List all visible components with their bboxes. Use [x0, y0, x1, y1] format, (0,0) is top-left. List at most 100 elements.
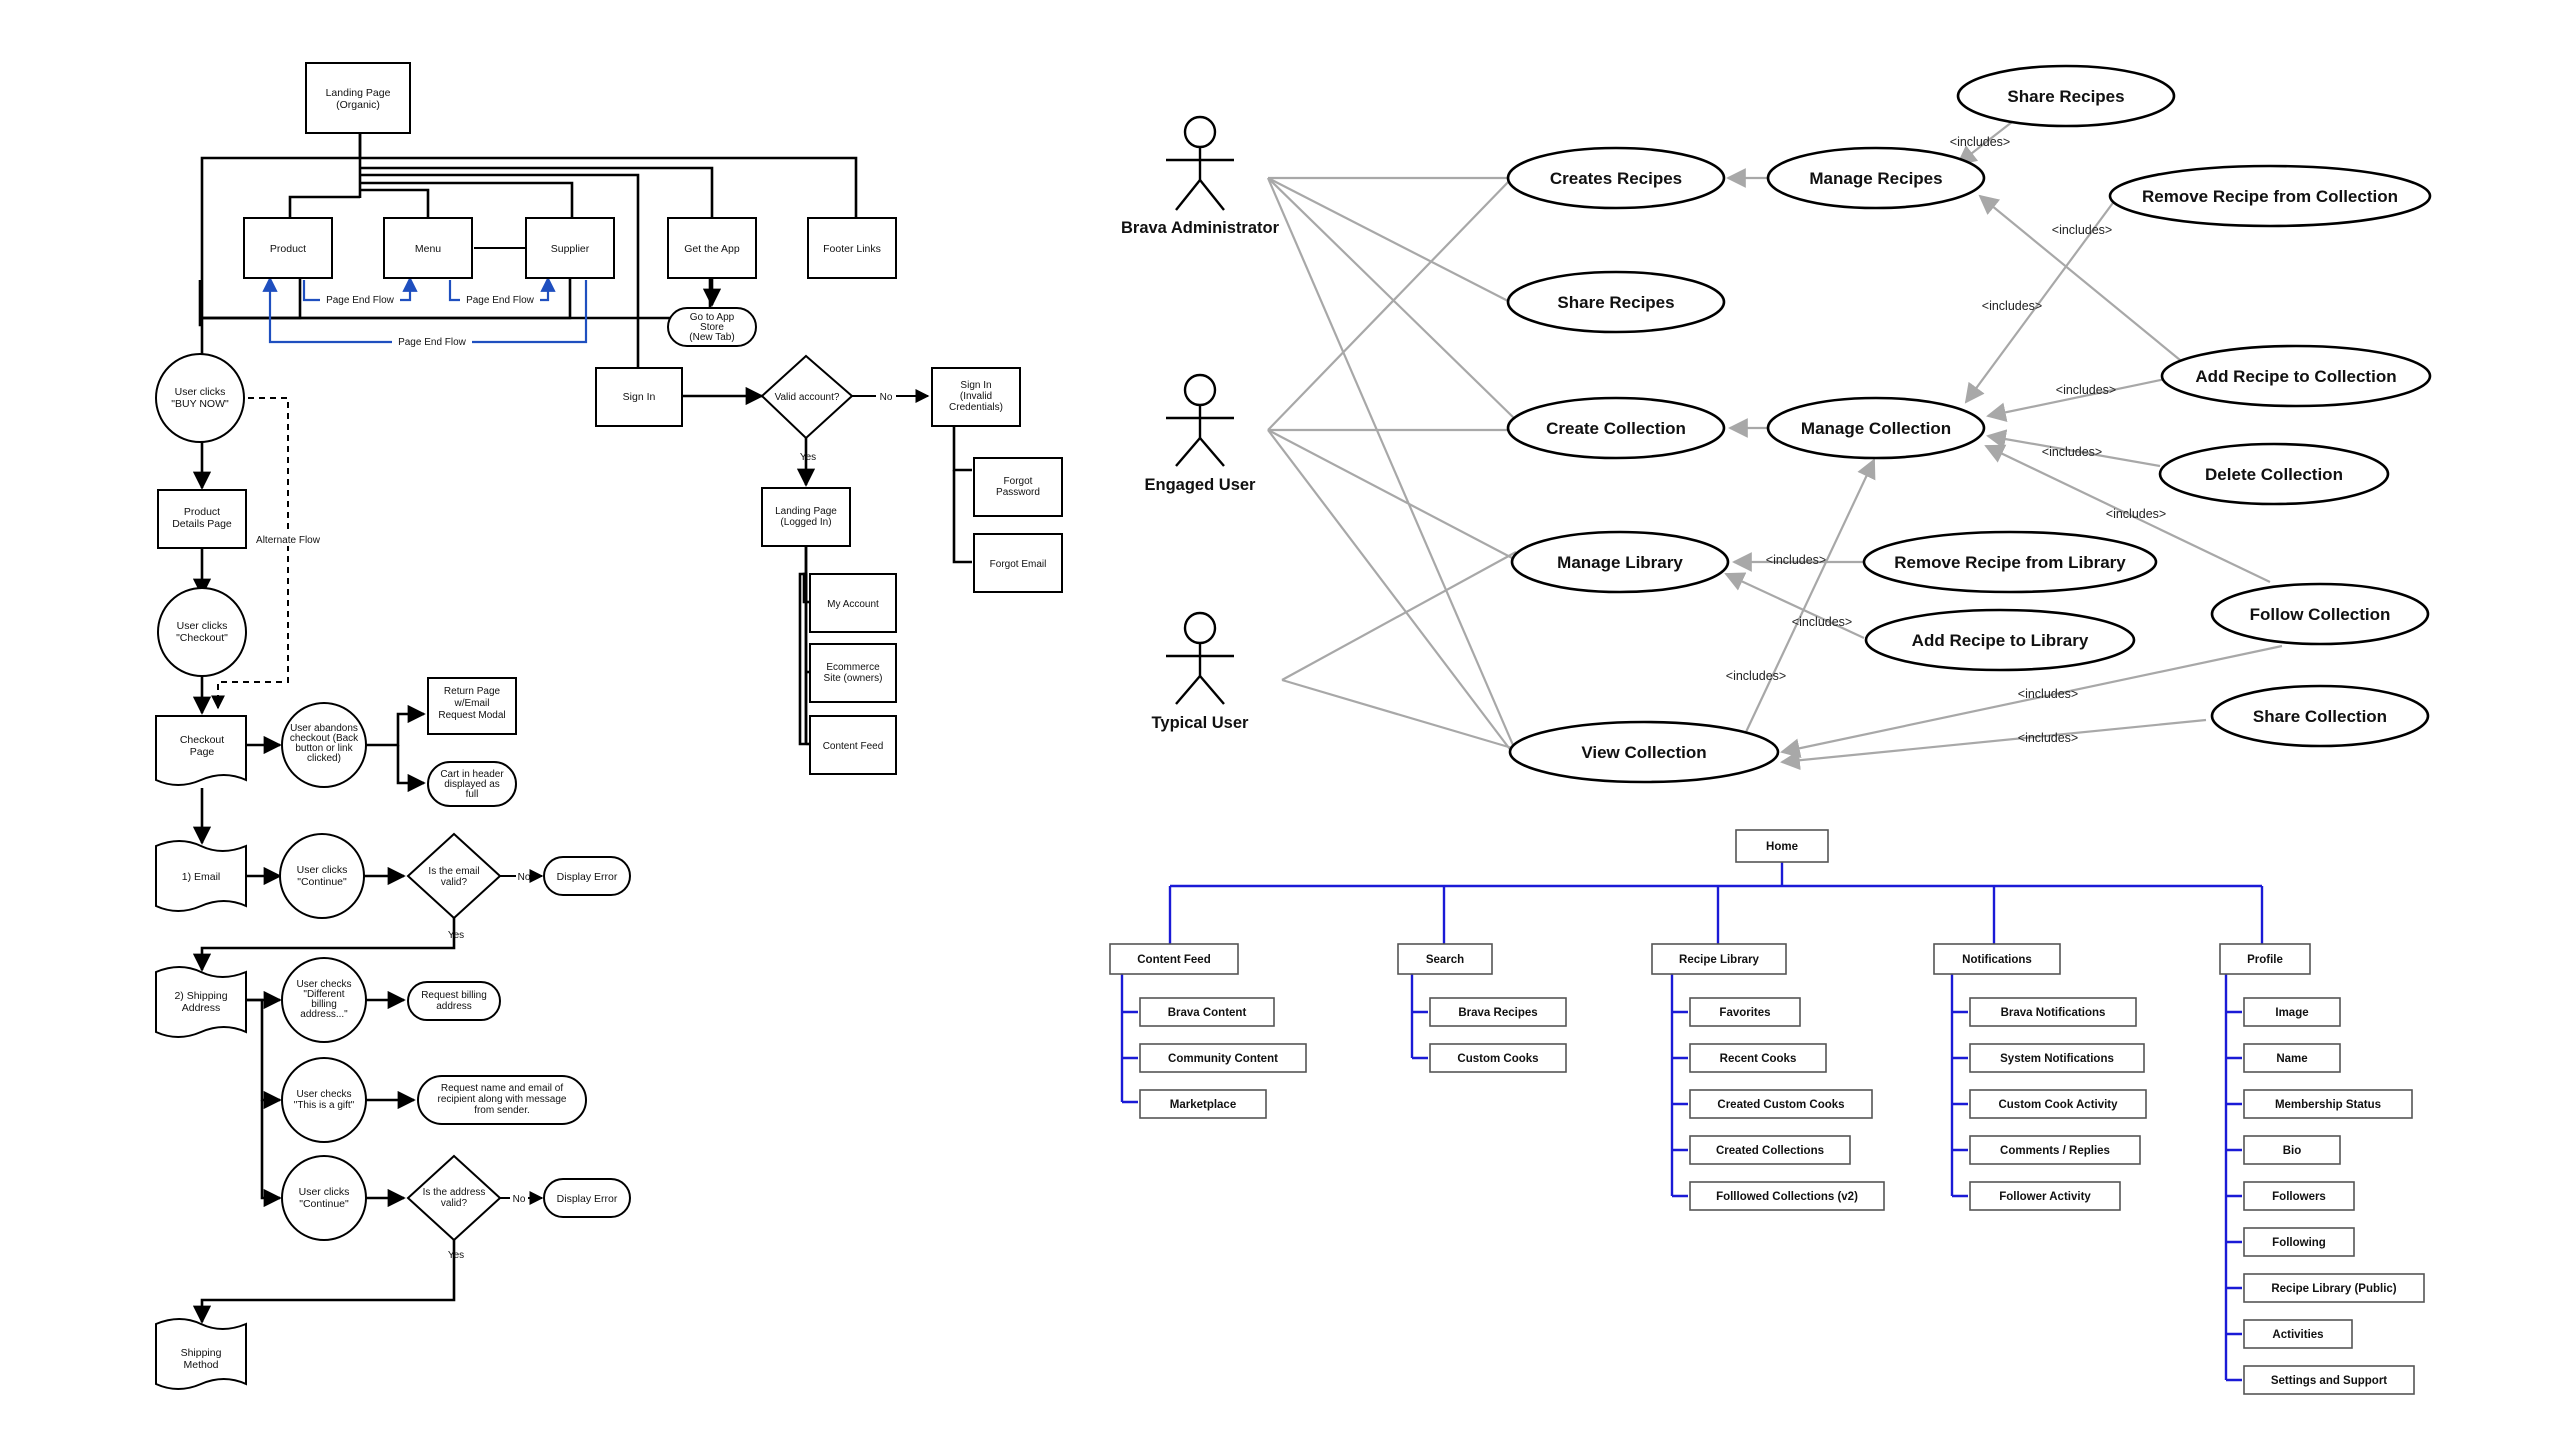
svg-text:Is the address: Is the address [423, 1187, 486, 1198]
sitemap-item: Followers [2243, 1181, 2355, 1211]
forgot-email-node: Forgot Email [973, 533, 1063, 593]
svg-text:Sign In: Sign In [623, 391, 656, 403]
svg-text:Forgot: Forgot [1004, 476, 1033, 487]
svg-text:Comments / Replies: Comments / Replies [2000, 1145, 2110, 1157]
svg-text:Credentials): Credentials) [949, 402, 1003, 413]
use-case-remove-recipe-from-collection: Remove Recipe from Collection [2108, 164, 2432, 228]
svg-text:Profile: Profile [2247, 954, 2283, 966]
email-node: 1) Email [155, 840, 247, 912]
svg-text:"Checkout": "Checkout" [176, 632, 228, 644]
valid-account-node: Valid account? [760, 354, 854, 440]
svg-text:Site (owners): Site (owners) [824, 673, 883, 684]
svg-text:"This is a gift": "This is a gift" [294, 1100, 355, 1111]
sitemap-home: Home [1735, 829, 1829, 863]
svg-text:Go to App: Go to App [690, 312, 735, 323]
actor-association-lines [1266, 176, 1518, 753]
sitemap-column-profile: Profile Image Name Membership Status Bio… [2219, 943, 2425, 1395]
includes-label: <includes> [2106, 507, 2166, 521]
svg-text:full: full [466, 789, 479, 800]
actor-engaged-user: Engaged User [1145, 373, 1256, 494]
includes-arrows [1724, 121, 2283, 771]
svg-text:address...": address..." [300, 1009, 348, 1020]
svg-text:Recipe Library (Public): Recipe Library (Public) [2271, 1283, 2396, 1295]
sitemap-item: Brava Content [1139, 997, 1275, 1027]
sitemap-item: Settings and Support [2243, 1365, 2415, 1395]
svg-text:Landing Page: Landing Page [326, 87, 391, 99]
checkout-page-node: Checkout Page [155, 715, 247, 786]
svg-text:"BUY NOW": "BUY NOW" [171, 398, 229, 410]
svg-text:Ecommerce: Ecommerce [826, 662, 880, 673]
svg-text:Footer Links: Footer Links [823, 243, 881, 255]
svg-text:System Notifications: System Notifications [2000, 1053, 2114, 1065]
user-checks-gift-node: User checks "This is a gift" [281, 1057, 367, 1143]
sitemap-connectors [1120, 862, 2264, 1382]
svg-text:Supplier: Supplier [551, 243, 590, 255]
stick-figure-icon [1166, 611, 1234, 705]
sitemap-item: Created Collections [1689, 1135, 1851, 1165]
svg-text:clicked): clicked) [307, 753, 341, 764]
svg-text:Menu: Menu [415, 243, 441, 255]
supplier-node: Supplier [525, 217, 615, 279]
svg-text:Created Collections: Created Collections [1716, 1145, 1824, 1157]
display-error-2-node: Display Error [543, 1178, 631, 1218]
svg-text:Landing Page: Landing Page [775, 506, 837, 517]
sitemap-item: Brava Recipes [1429, 997, 1567, 1027]
sitemap-item: Created Custom Cooks [1689, 1089, 1873, 1119]
sitemap-item: Recipe Library (Public) [2243, 1273, 2425, 1303]
svg-text:Shipping: Shipping [181, 1347, 222, 1359]
return-page-node: Return Page w/Email Request Modal [427, 677, 517, 735]
sitemap-item: Name [2243, 1043, 2341, 1073]
forgot-password-node: Forgot Password [973, 457, 1063, 517]
get-the-app-node: Get the App [667, 217, 757, 279]
landing-page-logged-in-node: Landing Page (Logged In) [761, 487, 851, 547]
svg-text:Forgot Email: Forgot Email [990, 559, 1047, 570]
page-end-flow-label-1: Page End Flow [320, 292, 400, 306]
svg-text:Content Feed: Content Feed [1137, 954, 1210, 966]
svg-text:Settings and Support: Settings and Support [2271, 1375, 2387, 1387]
user-clicks-continue-2-node: User clicks "Continue" [281, 1155, 367, 1241]
svg-text:Cart in header: Cart in header [440, 769, 504, 780]
request-billing-node: Request billing address [407, 981, 501, 1021]
svg-text:Community Content: Community Content [1168, 1053, 1278, 1065]
svg-text:Valid account?: Valid account? [775, 392, 840, 403]
sitemap-item: Following [2243, 1227, 2355, 1257]
svg-text:Share Recipes: Share Recipes [2007, 87, 2124, 106]
sitemap-item: Custom Cooks [1429, 1043, 1567, 1073]
svg-text:Remove Recipe from Collection: Remove Recipe from Collection [2142, 187, 2398, 206]
svg-text:from sender.: from sender. [474, 1105, 530, 1116]
svg-text:Favorites: Favorites [1719, 1007, 1770, 1019]
svg-text:Brava Administrator: Brava Administrator [1121, 219, 1280, 237]
svg-text:Recipe Library: Recipe Library [1679, 954, 1759, 966]
alternate-flow-label: Alternate Flow [248, 532, 328, 546]
sitemap-item: Marketplace [1139, 1089, 1267, 1119]
no-label-3: No [880, 392, 893, 403]
svg-text:1) Email: 1) Email [182, 871, 221, 883]
use-case-follow-collection: Follow Collection [2210, 582, 2430, 646]
go-to-app-store-node: Go to App Store (New Tab) [667, 307, 757, 347]
is-email-valid-node: Is the email valid? [406, 832, 502, 920]
sign-in-node: Sign In [595, 367, 683, 427]
sitemap-column-notifications: Notifications Brava Notifications System… [1933, 943, 2147, 1211]
no-label-1: No [518, 872, 531, 883]
user-clicks-continue-1-node: User clicks "Continue" [279, 833, 365, 919]
page-end-flow-connectors [262, 276, 588, 344]
svg-text:Alternate Flow: Alternate Flow [256, 535, 321, 546]
svg-text:User clicks: User clicks [175, 386, 226, 398]
svg-text:Follow Collection: Follow Collection [2250, 605, 2391, 624]
svg-text:button or link: button or link [295, 743, 353, 754]
svg-text:Home: Home [1766, 841, 1798, 853]
svg-text:User checks: User checks [296, 1089, 351, 1100]
svg-text:Notifications: Notifications [1962, 954, 2032, 966]
sitemap-column-content-feed: Content Feed Brava Content Community Con… [1109, 943, 1307, 1119]
use-case-share-collection: Share Collection [2210, 684, 2430, 748]
svg-text:billing: billing [311, 999, 337, 1010]
includes-label: <includes> [1766, 553, 1826, 567]
yes-label-3: Yes [800, 452, 816, 463]
request-name-email-node: Request name and email of recipient alon… [417, 1075, 587, 1125]
svg-text:User clicks: User clicks [299, 1186, 350, 1198]
svg-text:Create Collection: Create Collection [1546, 419, 1686, 438]
sitemap-item: Image [2243, 997, 2341, 1027]
svg-text:Follower Activity: Follower Activity [1999, 1191, 2091, 1203]
is-address-valid-node: Is the address valid? [406, 1154, 502, 1242]
svg-text:Return Page: Return Page [444, 686, 501, 697]
